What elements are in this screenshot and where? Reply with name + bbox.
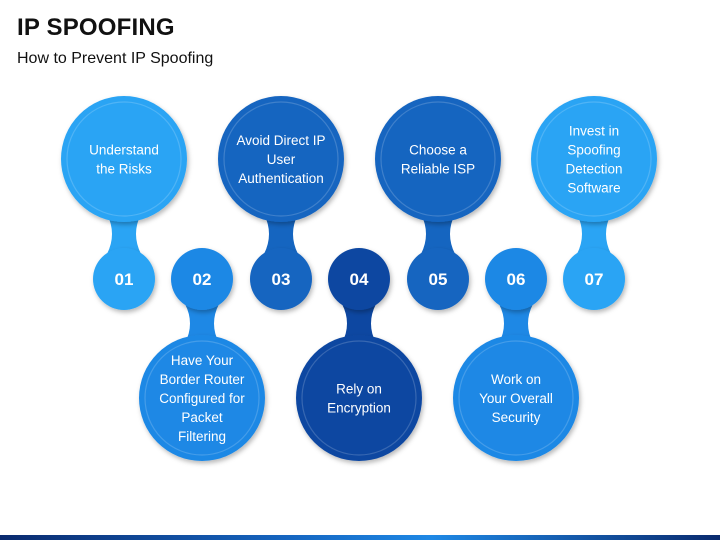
step-number: 07 bbox=[585, 270, 604, 289]
number-circle bbox=[407, 248, 469, 310]
connector-neck bbox=[264, 214, 298, 254]
step-number: 02 bbox=[193, 270, 212, 289]
number-circle bbox=[328, 248, 390, 310]
connector-neck bbox=[499, 304, 533, 343]
step-inner-circle bbox=[301, 340, 417, 456]
bottom-accent-bar bbox=[0, 535, 720, 540]
connector-neck bbox=[421, 214, 455, 254]
step-number: 06 bbox=[507, 270, 526, 289]
connector-neck bbox=[342, 304, 376, 343]
connector-neck bbox=[107, 214, 141, 254]
step-inner-circle bbox=[66, 101, 182, 217]
number-circle bbox=[250, 248, 312, 310]
number-circle bbox=[171, 248, 233, 310]
step-inner-circle bbox=[144, 340, 260, 456]
connector-neck bbox=[577, 214, 611, 254]
step-inner-circle bbox=[458, 340, 574, 456]
step-number: 03 bbox=[272, 270, 291, 289]
page-title: IP SPOOFING bbox=[17, 14, 175, 41]
number-circle bbox=[93, 248, 155, 310]
page-subtitle: How to Prevent IP Spoofing bbox=[17, 50, 214, 67]
step-number: 05 bbox=[429, 270, 448, 289]
number-circle bbox=[485, 248, 547, 310]
connector-neck bbox=[185, 304, 219, 343]
step-number: 04 bbox=[350, 270, 369, 289]
step-inner-circle bbox=[223, 101, 339, 217]
step-number: 01 bbox=[115, 270, 134, 289]
step-inner-circle bbox=[536, 101, 652, 217]
number-circle bbox=[563, 248, 625, 310]
step-inner-circle bbox=[380, 101, 496, 217]
